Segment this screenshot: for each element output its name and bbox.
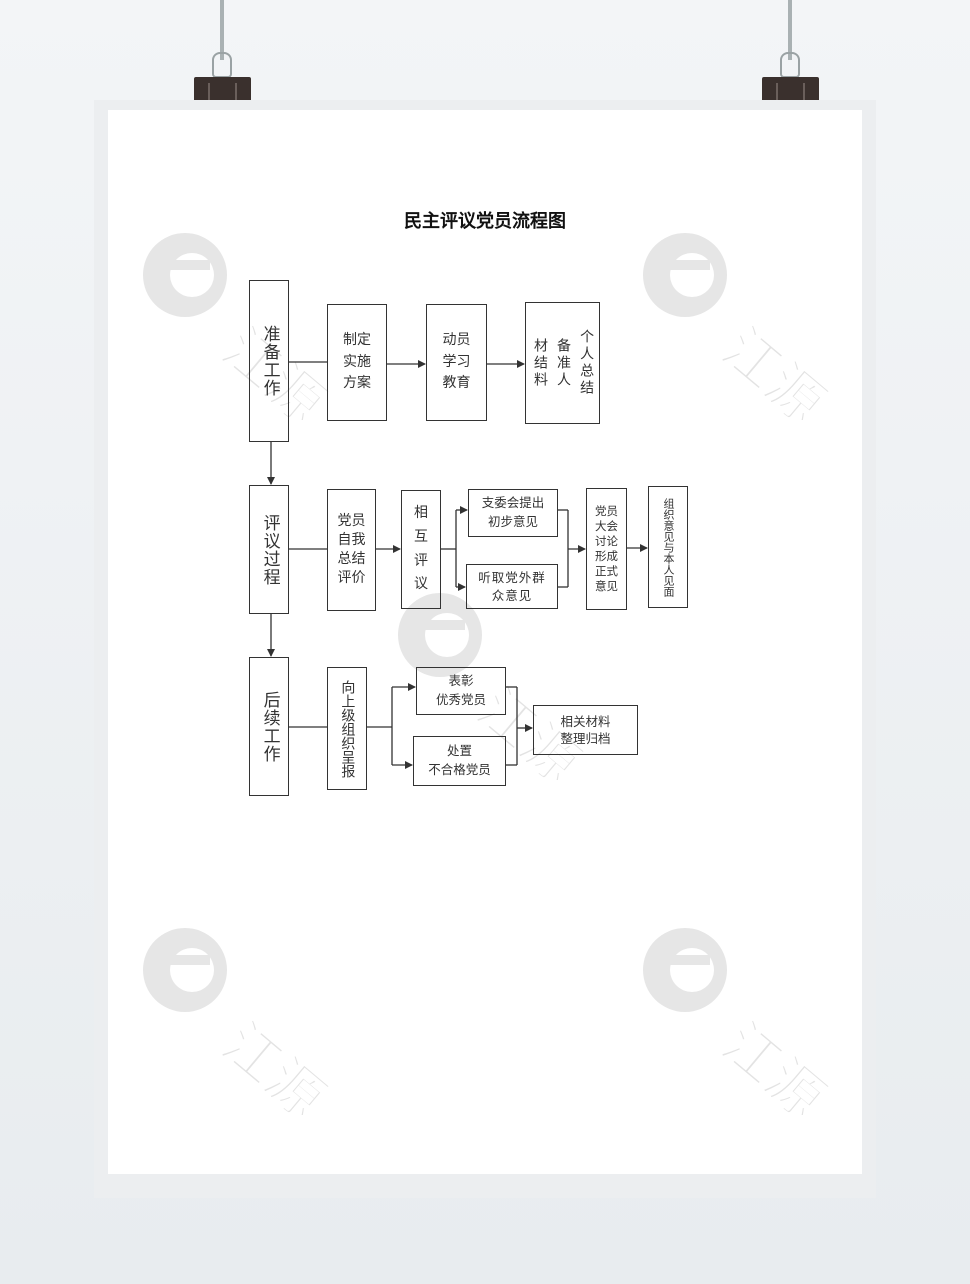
- step-commend: 表彰 优秀党员: [416, 667, 506, 715]
- stage-review-label: 评议过程: [259, 513, 280, 586]
- step-member-meeting-label: 党员 大会 讨论 形成 正式 意见: [595, 504, 618, 593]
- step-mutual-review: 相 互 评 议: [401, 490, 441, 609]
- step-personal-summary: 个人总结 备准人 材结料: [525, 302, 600, 424]
- poster-sheet: [108, 110, 862, 1174]
- stage-follow: 后续工作: [249, 657, 289, 796]
- step-branch-opinion: 支委会提出 初步意见: [468, 489, 558, 537]
- watermark-logo: 江源: [143, 233, 330, 420]
- step-report-upward-label: 向上级组织呈报: [339, 679, 356, 778]
- step-dispose-label: 处置 不合格党员: [428, 743, 491, 777]
- watermark-logo: 江源: [143, 928, 330, 1115]
- step-mass-opinion: 听取党外群 众意见: [466, 564, 558, 609]
- stage-review: 评议过程: [249, 485, 289, 614]
- hanger-wire-right: [788, 0, 792, 60]
- step-member-meeting: 党员 大会 讨论 形成 正式 意见: [586, 488, 627, 610]
- step-make-plan: 制定 实施 方案: [327, 304, 387, 421]
- step-mutual-review-label: 相 互 评 议: [414, 504, 428, 593]
- step-feedback-meeting: 组织意见与本人见面: [648, 486, 688, 608]
- step-feedback-meeting-label: 组织意见与本人见面: [662, 497, 676, 597]
- watermark-logo: 江源: [643, 233, 830, 420]
- step-mass-opinion-label: 听取党外群 众意见: [478, 570, 546, 603]
- step-archive-label: 相关材料 整理归档: [560, 713, 611, 747]
- page-title: 民主评议党员流程图: [404, 211, 566, 232]
- watermark-logo: 江源: [643, 928, 830, 1115]
- step-commend-label: 表彰 优秀党员: [435, 673, 486, 707]
- step-make-plan-label: 制定 实施 方案: [343, 331, 371, 392]
- step-mobilize-study-label: 动员 学习 教育: [442, 331, 471, 392]
- hanger-wire-left: [220, 0, 224, 60]
- stage-follow-label: 后续工作: [259, 690, 280, 763]
- step-self-evaluation: 党员 自我 总结 评价: [327, 489, 376, 611]
- step-report-upward: 向上级组织呈报: [327, 667, 367, 790]
- step-self-evaluation-label: 党员 自我 总结 评价: [337, 513, 366, 586]
- step-mobilize-study: 动员 学习 教育: [426, 304, 487, 421]
- step-personal-summary-label: 个人总结 备准人 材结料: [531, 329, 595, 397]
- stage-prep-label: 准备工作: [259, 325, 280, 397]
- stage-prep: 准备工作: [249, 280, 289, 442]
- step-branch-opinion-label: 支委会提出 初步意见: [481, 495, 545, 529]
- step-dispose: 处置 不合格党员: [413, 736, 506, 786]
- step-archive: 相关材料 整理归档: [533, 705, 638, 755]
